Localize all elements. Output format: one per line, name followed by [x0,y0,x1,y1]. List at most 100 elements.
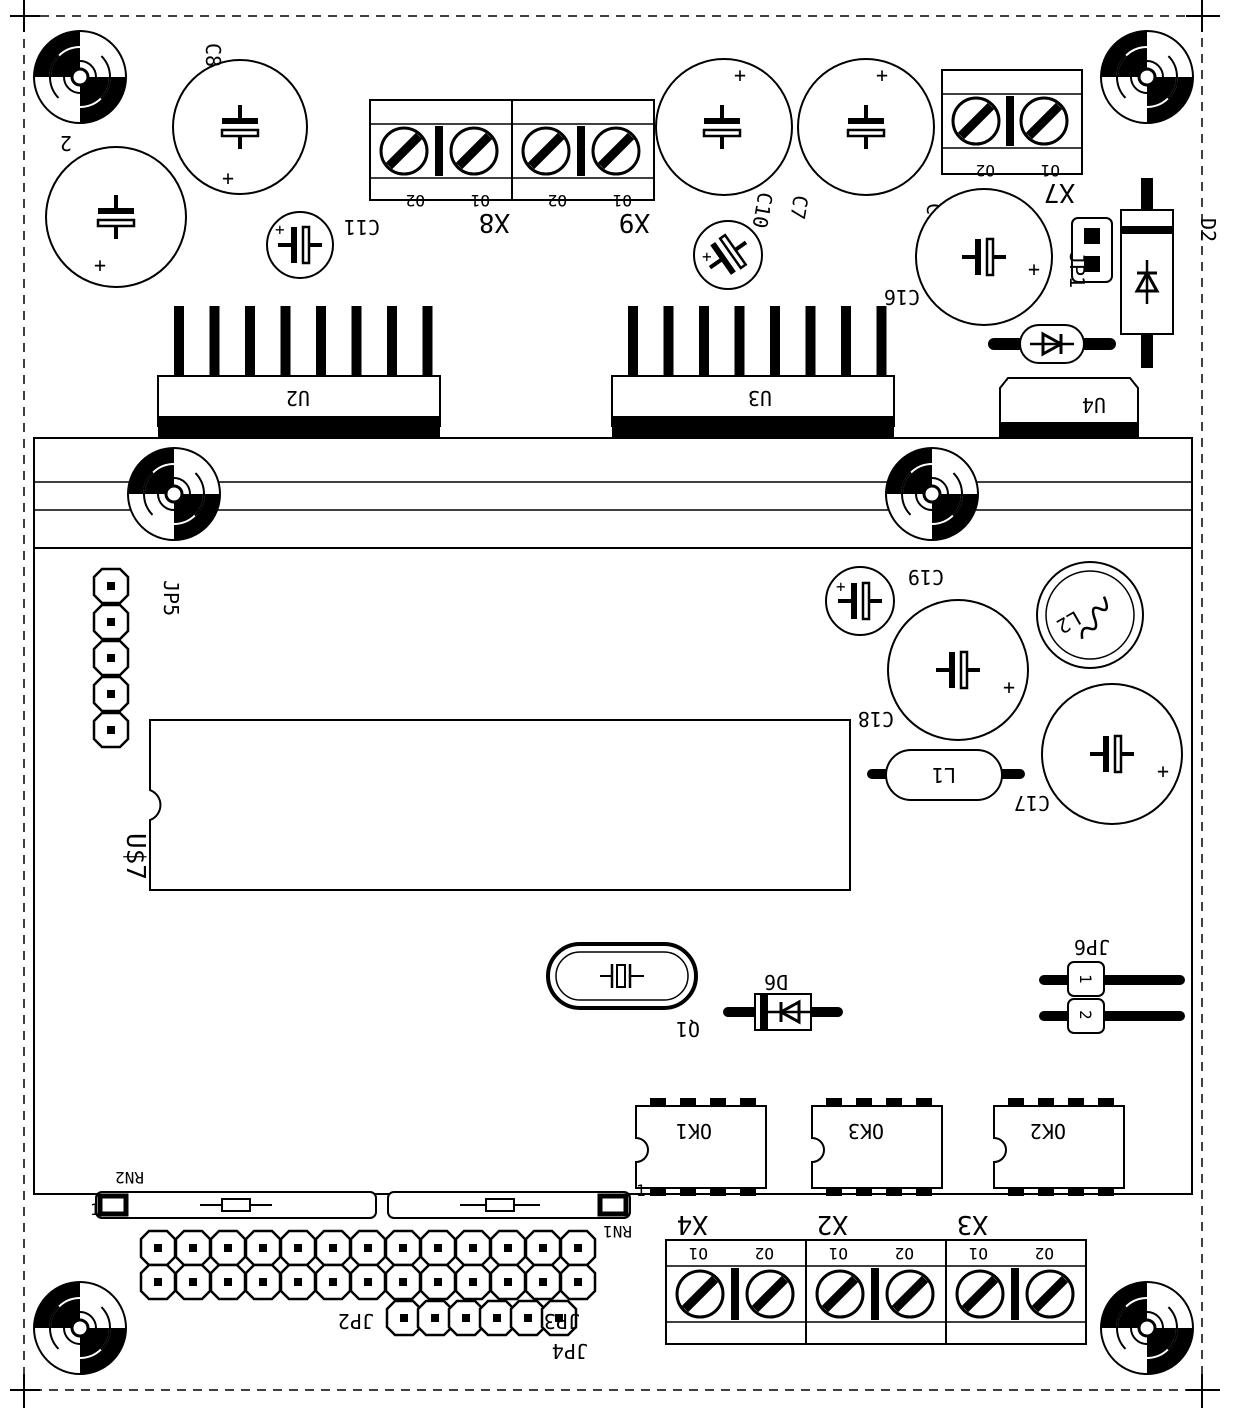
label-u3: U3 [748,386,772,410]
mounting-hole-icon [1099,1280,1195,1376]
capacitor-c8: + C8 [172,43,308,195]
resistor-network-rn1: RN1 1 [387,1181,646,1241]
label-c16: C16 [884,285,920,309]
header-pin[interactable] [174,1263,212,1301]
jumper-jp6[interactable]: 1 2 JP6 [1039,935,1185,1034]
terminal-x9[interactable]: O2 O1 X9 [511,99,655,237]
opto-pin [1098,1187,1114,1196]
ic-pin [351,306,362,378]
label-d2: D2 [1196,218,1220,242]
header-pin[interactable] [509,1299,547,1337]
header-pin[interactable] [244,1263,282,1301]
opto-pin [886,1098,902,1107]
header-pin[interactable] [447,1299,485,1337]
header-pin[interactable] [454,1229,492,1267]
ic-pin [316,306,326,378]
label-u7: U$7 [120,833,150,880]
header-pin[interactable] [524,1263,562,1301]
mounting-hole-icon [1099,29,1195,125]
svg-text:+: + [94,253,106,277]
header-pin[interactable] [174,1229,212,1267]
svg-text:1: 1 [636,1181,646,1200]
header-pin[interactable] [314,1263,352,1301]
header-pin[interactable] [209,1229,247,1267]
label-rn1: RN1 [603,1222,632,1241]
header-pin[interactable] [349,1263,387,1301]
header-pin[interactable] [139,1263,177,1301]
header-pin[interactable] [419,1263,457,1301]
header-pin[interactable] [385,1299,423,1337]
opto-pin [886,1187,902,1196]
jumper-jp1[interactable]: JP1 [1065,217,1113,288]
header-pin[interactable] [478,1299,516,1337]
header-pin[interactable] [524,1229,562,1267]
ic-u7: U$7 [120,719,851,891]
ic-pin [387,306,397,378]
header-pin[interactable] [559,1229,597,1267]
inductor-l1: L1 [867,749,1025,801]
heatsink-bar [33,437,1193,549]
label-u2: U2 [286,386,310,410]
label-c18: C18 [858,707,894,731]
diode-d2: D2 [1120,178,1220,368]
opto-pin [856,1098,872,1107]
svg-text:O1: O1 [689,1244,708,1263]
header-pin[interactable] [139,1229,177,1267]
header-pin[interactable] [559,1263,597,1301]
terminal-x2[interactable]: O1 O2 X2 [805,1209,947,1345]
header-pin[interactable] [489,1263,527,1301]
capacitor-c11: + C11 [266,211,380,279]
svg-text:O2: O2 [976,161,995,180]
header-pin[interactable] [454,1263,492,1301]
ic-pin [422,306,433,378]
terminal-x3[interactable]: O1 O2 X3 [945,1209,1087,1345]
ic-pin [245,306,255,378]
opto-pin [826,1187,842,1196]
resistor-network-rn2: RN2 1 [90,1168,377,1219]
capacitor-c17: + C17 [1014,683,1183,825]
board-outline [10,0,1220,1408]
capacitor-c10: + C10 [693,190,777,290]
header-pin[interactable] [419,1229,457,1267]
svg-text:O1: O1 [613,191,632,210]
header-pin[interactable] [384,1263,422,1301]
terminal-x4[interactable]: O1 O2 X4 [665,1209,807,1345]
header-pin[interactable] [384,1229,422,1267]
header-pin[interactable] [279,1229,317,1267]
ic-pin [663,306,674,378]
label-x3: X3 [957,1209,988,1239]
ic-pin [280,306,291,378]
ic-pin [209,306,220,378]
optocoupler-ok2: OK2 [993,1098,1125,1196]
header-pin[interactable] [314,1229,352,1267]
jumper-jp5[interactable]: JP5 [92,567,183,749]
header-pin[interactable] [489,1229,527,1267]
header-pin[interactable] [349,1229,387,1267]
header-pin[interactable] [244,1229,282,1267]
svg-text:+: + [1028,257,1040,281]
ic-pin [628,306,638,378]
capacitor-c19: + C19 [825,565,944,636]
label-jp1: JP1 [1065,252,1089,288]
label-x4: X4 [677,1209,708,1239]
svg-text:+: + [222,166,234,190]
header-pin[interactable] [416,1299,454,1337]
opto-pin [856,1187,872,1196]
header-pin[interactable] [209,1263,247,1301]
terminal-x7[interactable]: O2 O1 X7 [941,69,1083,207]
label-c8: C8 [201,43,225,67]
opto-pin [1008,1098,1024,1107]
capacitor-c9: + C9 [797,58,946,227]
opto-pin [1068,1098,1084,1107]
ic-u2: U2 [157,306,441,438]
ic-pin [876,306,887,378]
terminal-x8[interactable]: O2 O1 X8 [369,99,513,237]
mounting-hole-icon [32,29,128,125]
label-jp5: JP5 [159,580,183,616]
header-pin[interactable] [279,1263,317,1301]
header-jp3-jp4[interactable]: JP3 JP4 [385,1299,588,1363]
header-jp2[interactable]: JP2 [139,1229,597,1333]
label-x8: X8 [479,207,510,237]
ic-pin [841,306,851,378]
